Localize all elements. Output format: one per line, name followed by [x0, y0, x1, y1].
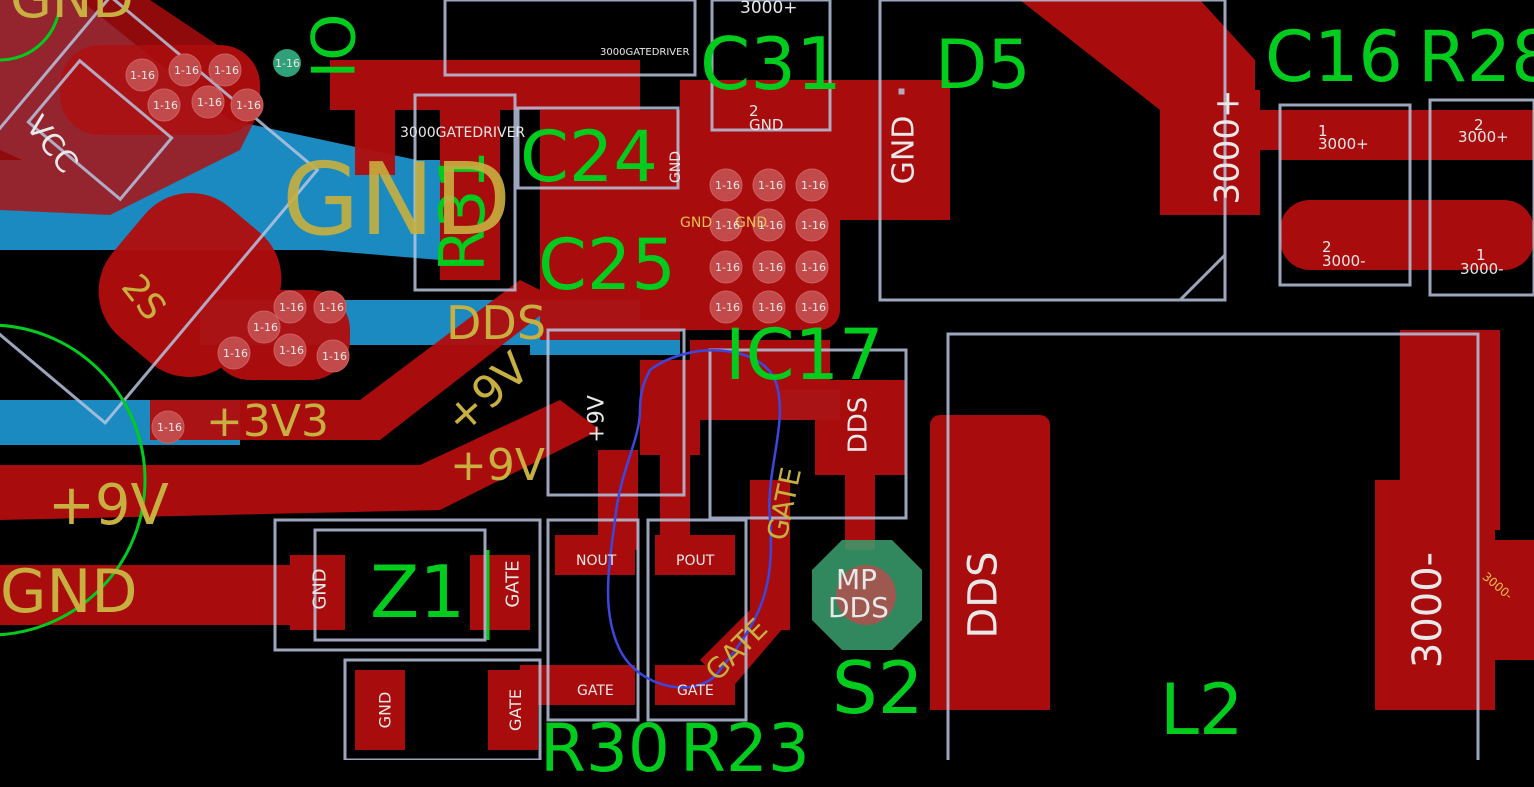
- via-grid: [125, 53, 829, 444]
- pcb-canvas[interactable]: [0, 0, 1534, 760]
- via-teal: [273, 49, 301, 77]
- selection-outline: [606, 349, 782, 689]
- silkscreen-layer: [0, 0, 490, 640]
- top-copper-layer: [0, 0, 1534, 750]
- component-outlines: [0, 0, 1534, 760]
